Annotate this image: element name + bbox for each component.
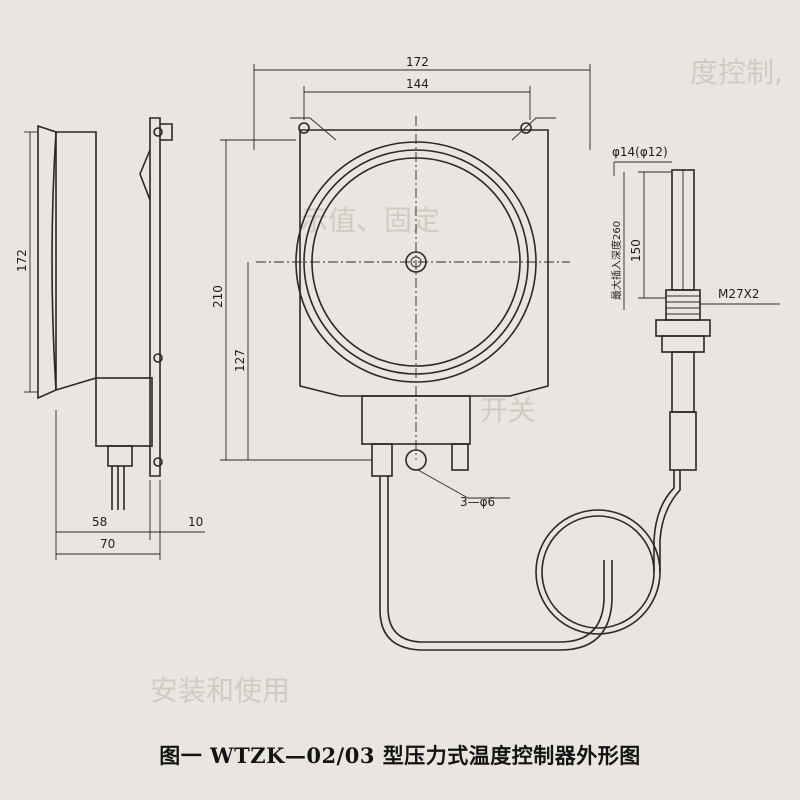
dim-depth-total: 70 — [100, 537, 115, 551]
figure-caption: 图一 WTZK—02/03 型压力式温度控制器外形图 — [159, 743, 641, 768]
dim-thread: M27X2 — [718, 287, 759, 301]
capillary-coil — [535, 509, 661, 635]
dim-width-total: 172 — [406, 55, 429, 69]
bulb-nut — [655, 319, 711, 337]
capillary-tube — [379, 476, 613, 651]
svg-text:度控制,: 度控制, — [690, 56, 783, 89]
svg-text:安装和使用: 安装和使用 — [150, 674, 290, 707]
front-housing — [299, 129, 549, 397]
svg-text:开关: 开关 — [480, 394, 536, 427]
front-gland-left — [371, 443, 393, 477]
front-gland-right — [451, 443, 469, 471]
dim-height-center: 127 — [233, 349, 247, 372]
dim-side-height: 172 — [15, 249, 29, 272]
side-bolt-top — [153, 127, 163, 137]
bulb-fitting — [669, 411, 697, 471]
mount-hole-left — [298, 122, 310, 134]
dim-holes: 3—φ6 — [460, 495, 495, 509]
side-view — [24, 117, 205, 560]
dim-height-total: 210 — [211, 285, 225, 308]
mount-hole-right — [520, 122, 532, 134]
dim-insert-depth: 最大插入深度260 — [610, 221, 623, 300]
dim-depth-body: 58 — [92, 515, 107, 529]
dim-bulb-length: 150 — [629, 239, 643, 262]
front-hole-center — [405, 449, 427, 471]
front-view — [220, 64, 681, 651]
dim-width-mount: 144 — [406, 77, 429, 91]
front-junction-box — [361, 395, 471, 445]
side-gland — [107, 445, 133, 467]
bleed-through-text: 度控制, 示值、固定 开关 安装和使用 — [150, 56, 783, 707]
side-front-bezel — [37, 124, 57, 400]
bulb-neck — [671, 351, 695, 413]
dim-depth-flange: 10 — [188, 515, 203, 529]
side-junction-box — [95, 377, 153, 447]
side-bolt-mid — [153, 353, 163, 363]
side-bracket — [149, 117, 161, 477]
bulb-probe — [613, 161, 780, 471]
dim-bulb-diameter: φ14(φ12) — [612, 145, 668, 159]
svg-text:示值、固定: 示值、固定 — [300, 204, 440, 237]
side-bolt-bottom — [153, 457, 163, 467]
side-body — [51, 131, 97, 392]
bulb-thread — [665, 289, 701, 321]
